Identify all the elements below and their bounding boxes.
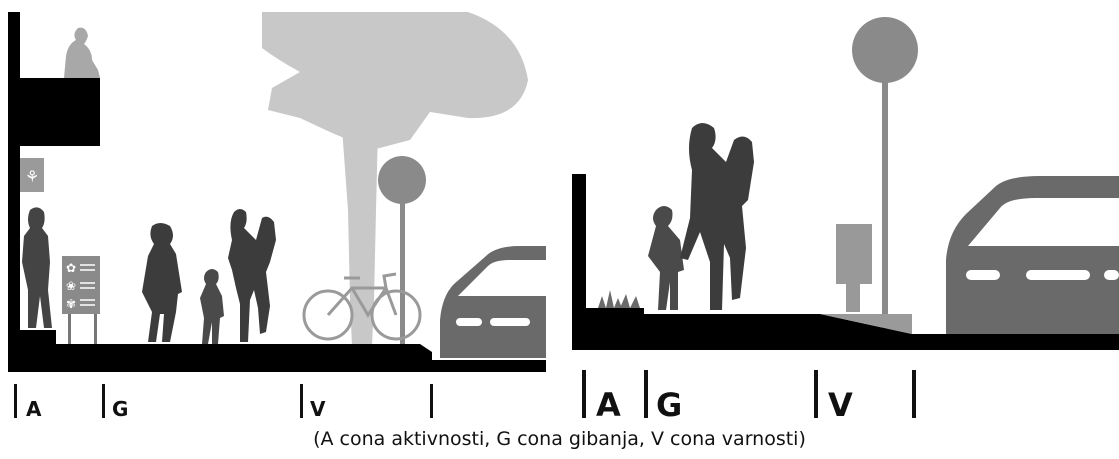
info-board-post-right (94, 312, 97, 344)
child-silhouette (648, 206, 684, 310)
ramp (820, 314, 912, 334)
right-zone-markers: A G V (582, 370, 916, 424)
left-sidewalk-ground (8, 330, 546, 372)
traffic-sign-pole (882, 62, 888, 334)
parent-with-child-silhouette (228, 209, 276, 342)
child-silhouette (200, 269, 224, 344)
zone-label-a: A (596, 386, 621, 424)
parking-meter-post (846, 282, 860, 312)
info-board-flower-icon: ❀ (66, 279, 76, 293)
tree-canopy (262, 12, 528, 150)
zone-label-v: V (310, 397, 326, 421)
left-zone-markers: A G V (14, 384, 433, 421)
tree-trunk (342, 128, 378, 346)
zone-end-marker (912, 370, 916, 418)
diagram-caption: (A cona aktivnosti, G cona gibanja, V co… (313, 428, 806, 450)
shop-sign (20, 158, 44, 192)
parent-with-child-silhouette (680, 123, 754, 310)
info-board-flower-icon: ✾ (66, 297, 76, 311)
person-reading-board-silhouette (22, 207, 52, 328)
info-board-post-left (68, 312, 71, 344)
car-front (946, 176, 1119, 334)
balcony (18, 78, 100, 146)
traffic-sign-disc (852, 17, 918, 83)
car-front (440, 246, 546, 358)
right-sidewalk-ground (572, 308, 1119, 350)
left-panel: ⚘ ✿ ❀ ✾ (8, 12, 546, 421)
zone-label-g: G (656, 386, 682, 424)
right-panel: A G V (572, 17, 1119, 424)
zone-label-g: G (112, 397, 128, 421)
traffic-sign-pole (400, 196, 405, 346)
bicycle-icon (302, 272, 422, 341)
parking-meter (836, 224, 872, 284)
balcony-person-silhouette (64, 27, 100, 79)
walking-woman-silhouette (142, 223, 182, 342)
building-wall (572, 174, 586, 350)
shop-sign-flower-icon: ⚘ (25, 167, 39, 186)
traffic-sign-disc (378, 156, 426, 204)
zone-label-a: A (26, 397, 42, 421)
info-board-flower-icon: ✿ (66, 261, 76, 275)
building-wall (8, 12, 20, 357)
zone-label-v: V (828, 386, 853, 424)
info-board-lines (80, 264, 95, 306)
zone-end-marker (430, 384, 433, 418)
grass-icon (598, 290, 640, 308)
